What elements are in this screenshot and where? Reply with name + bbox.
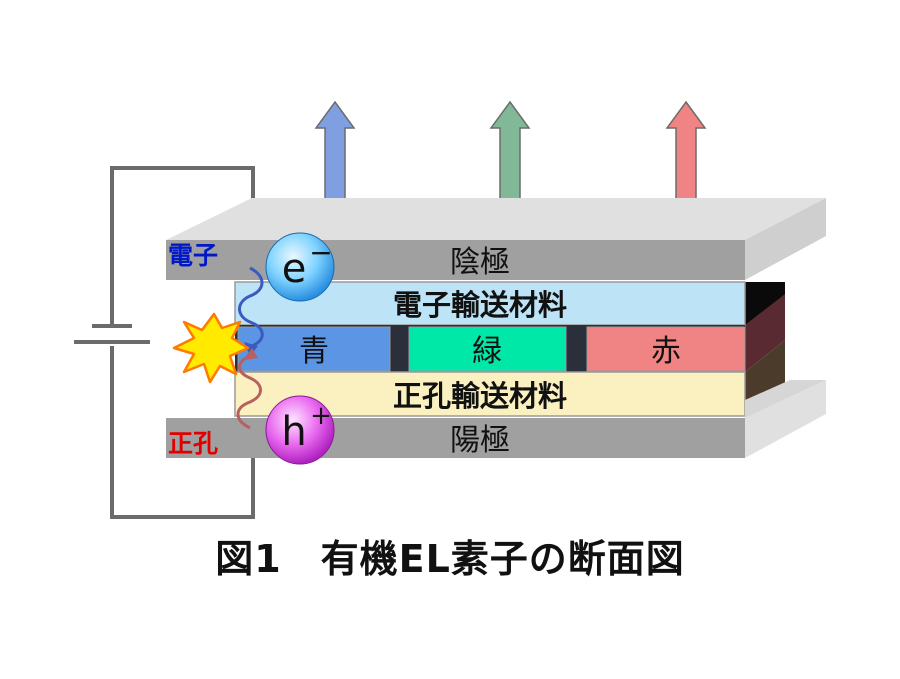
figure-caption: 図1 有機EL素子の断面図 <box>215 537 685 581</box>
emitter-blue-label: 青 <box>299 334 329 369</box>
anode-layer <box>166 418 745 458</box>
hole-label: 正孔 <box>168 429 218 458</box>
hole-flow-arrowhead <box>243 348 258 360</box>
electron-sign: − <box>309 236 332 269</box>
red-light-arrow <box>665 100 707 214</box>
green-light-arrow <box>489 100 531 214</box>
circuit-wire <box>110 166 255 519</box>
electron-flow-arrow <box>238 266 264 348</box>
emitter-green <box>408 326 567 372</box>
emitter-green-label: 緑 <box>472 334 502 369</box>
anode-back-face <box>745 380 826 418</box>
cathode-label: 陰極 <box>450 245 510 280</box>
cathode-side-face <box>745 198 826 280</box>
anode-top-face <box>745 380 826 458</box>
emission-burst <box>172 312 250 384</box>
electron-flow-arrowhead <box>244 342 258 356</box>
hole-sign: + <box>310 401 332 431</box>
hole-symbol: h <box>281 409 306 455</box>
hole-sphere <box>265 395 335 465</box>
anode-label: 陽極 <box>450 423 510 458</box>
cathode-top-face <box>166 198 826 240</box>
electron-sphere <box>265 232 335 302</box>
emitter-red-label: 赤 <box>651 334 681 369</box>
hole-transport-label: 正孔輸送材料 <box>393 379 567 413</box>
cathode-layer <box>166 240 745 280</box>
hole-transport-layer <box>234 371 746 417</box>
blue-light-arrow <box>314 100 356 214</box>
electron-transport-label: 電子輸送材料 <box>393 288 567 322</box>
hole-flow-arrow <box>236 354 262 430</box>
electron-label: 電子 <box>168 241 218 270</box>
electron-symbol: e <box>282 246 307 292</box>
emitter-side <box>745 294 785 372</box>
emitter-red <box>586 326 746 372</box>
